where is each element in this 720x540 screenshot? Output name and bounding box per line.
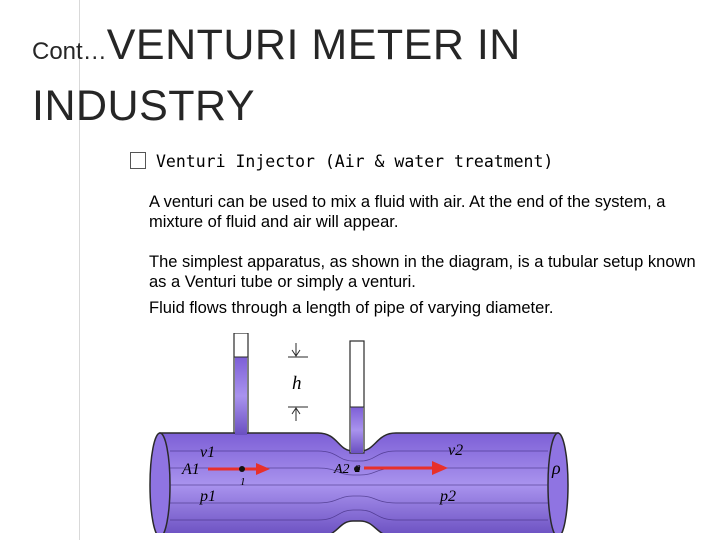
paragraph-apparatus: The simplest apparatus, as shown in the … — [149, 253, 696, 291]
velocity-arrow-1 — [208, 463, 270, 475]
point-1-dot — [239, 466, 245, 472]
label-p2: p2 — [439, 488, 456, 505]
manometer-fluid-1 — [235, 357, 247, 435]
manometer-fluid-2 — [351, 407, 363, 453]
bullet-box-icon — [130, 152, 146, 169]
label-A2: A2 — [333, 462, 350, 477]
label-h: h — [292, 373, 302, 394]
paragraph-mixing: A venturi can be used to mix a fluid wit… — [149, 193, 666, 231]
label-v2: v2 — [448, 442, 463, 459]
label-point-2: 2 — [355, 463, 361, 475]
bullet-heading-text: Venturi Injector (Air & water treatment) — [156, 152, 554, 171]
label-p1: p1 — [199, 488, 216, 505]
venturi-tube-body — [159, 432, 559, 533]
label-point-1: 1 — [240, 476, 246, 488]
label-rho: ρ — [551, 458, 561, 478]
bullet-heading: Venturi Injector (Air & water treatment) — [130, 152, 690, 171]
paragraph-flow: Fluid flows through a length of pipe of … — [149, 299, 554, 317]
tube-left-end — [149, 432, 171, 533]
label-v1: v1 — [200, 444, 215, 461]
venturi-diagram: h v1 A1 1 p1 A2 2 v2 p2 ρ — [149, 333, 569, 533]
height-difference-marker — [288, 343, 308, 421]
velocity-arrow-2 — [364, 461, 448, 475]
point-2-dot — [354, 466, 360, 472]
title-main: VENTURI METER IN INDUSTRY — [32, 21, 521, 130]
tube-right-end — [547, 432, 569, 533]
title-prefix: Cont… — [32, 38, 107, 65]
slide-title: Cont…VENTURI METER IN INDUSTRY — [32, 18, 682, 136]
left-margin-bar — [0, 0, 80, 540]
label-A1: A1 — [181, 461, 200, 478]
